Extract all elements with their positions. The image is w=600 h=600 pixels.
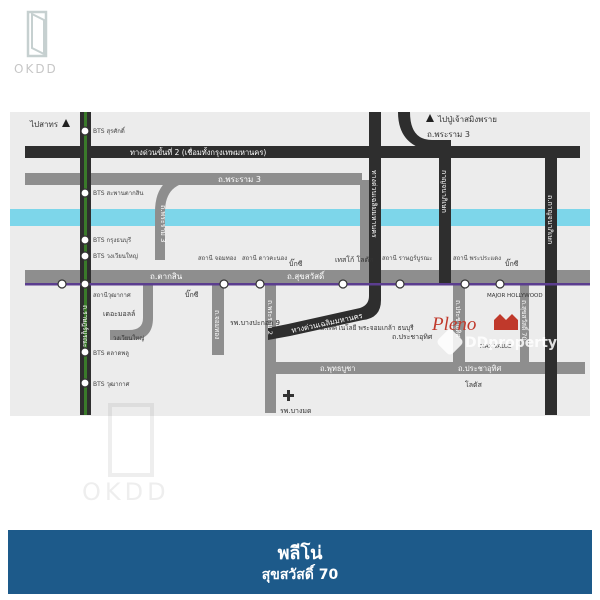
label-sukhumvit70: ถ.สุขสวัสดิ์ 70 bbox=[520, 300, 529, 341]
landmark-bigc-3: บิ๊กซี bbox=[185, 289, 199, 299]
label-expressway2: ทางด่วนขั้นที่ 2 (เชื่อมทั้งกรุงเทพมหานค… bbox=[130, 147, 266, 157]
landmark-bigc-1: บิ๊กซี bbox=[289, 258, 303, 268]
banner-title: พลีโน่ bbox=[277, 543, 323, 564]
north-arrow-right-icon bbox=[426, 114, 434, 122]
label-rama3-top: ถ.พระราม 3 bbox=[427, 130, 470, 139]
station-wutthakat: BTS วุฒากาศ bbox=[93, 381, 130, 388]
horizontal-station-dots bbox=[57, 279, 505, 289]
landmark-lotus-bottom: โลตัส bbox=[465, 380, 483, 389]
station-chom-thong: สถานี จอมทอง bbox=[198, 254, 236, 262]
landmark-hospital-bangpakok: รพ.บางปะกอก 9 bbox=[230, 319, 280, 327]
okdd-wordmark: OKDD bbox=[14, 62, 58, 76]
landmark-maxvalue: MAX VALUE bbox=[480, 344, 512, 350]
label-rama2: ถ.พระราม 2 bbox=[266, 300, 274, 335]
svg-text:OKDD: OKDD bbox=[82, 478, 170, 506]
project-logo: Pleno bbox=[431, 314, 476, 335]
label-ratburana: ถ.ราษฎร์บูรณะ bbox=[81, 305, 89, 347]
label-rama3-vert: ถ.พระราม 3 bbox=[159, 205, 167, 243]
label-putthabucha: ถ.พุทธบูชา bbox=[320, 364, 355, 373]
landmark-uni: ม.เทคโนโลยี พระจอมเกล้า ธนบุรี bbox=[320, 324, 414, 332]
banner-subtitle: สุขสวัสดิ์ 70 bbox=[261, 567, 339, 583]
bts-line-vertical bbox=[84, 112, 87, 415]
station-talat-phlu: BTS ตลาดพลู bbox=[93, 350, 129, 357]
landmark-themall: เดอะมอลล์ bbox=[103, 310, 135, 318]
bts-line-horizontal bbox=[25, 283, 590, 286]
landmark-major: MAJOR HOLLYWOOD bbox=[487, 293, 543, 299]
label-sukhumvit: ถ.สุขสวัสดิ์ bbox=[287, 270, 326, 281]
label-khlong-thanon: ถ.จอมทอง bbox=[213, 310, 221, 339]
station-krung-thon: BTS กรุงธนบุรี bbox=[93, 236, 132, 244]
label-prachauthit-bottom: ถ.ประชาอุทิศ bbox=[458, 364, 501, 373]
station-rat-burana: สถานี ราษฎร์บูรณะ bbox=[382, 254, 432, 262]
landmark-hospital-bangmod: รพ.บางมด bbox=[280, 407, 312, 415]
okdd-logo: OKDD bbox=[14, 10, 58, 76]
north-arrow-left-icon bbox=[62, 119, 70, 127]
station-dao-khanong: สถานี ดาวคะนอง bbox=[242, 254, 287, 262]
vertical-station-dots bbox=[80, 126, 90, 388]
station-surasak: BTS สุรศักดิ์ bbox=[93, 126, 126, 135]
label-chaloem-top: ทางด่วนเฉลิมมหานคร bbox=[370, 170, 378, 238]
ddproperty-watermark: DDproperty bbox=[437, 329, 557, 355]
station-wutthakat-horiz: สถานีวุฒากาศ bbox=[93, 291, 131, 299]
project-house-icon bbox=[494, 314, 518, 330]
okdd-watermark-lower: OKDD bbox=[82, 403, 170, 506]
station-phra-pradaeng: สถานี พระประแดง bbox=[453, 254, 501, 262]
label-kanchanaphisek-right: ถ.กาญจนาภิเษก bbox=[546, 195, 554, 244]
dir-sathorn: ไปสาทร bbox=[29, 120, 59, 129]
label-taksin: ถ.ตากสิน bbox=[150, 272, 183, 281]
dir-pu-chao: ไปปู่เจ้าสมิงพราย bbox=[437, 115, 497, 125]
label-prachauthit-mid: ถ.ประชาอุทิศ bbox=[392, 333, 433, 341]
station-wongwian-yai: BTS วงเวียนใหญ่ bbox=[93, 252, 138, 260]
hospital-cross-icon bbox=[283, 390, 294, 401]
label-rama3-mid: ถ.พระราม 3 bbox=[218, 175, 261, 184]
project-banner: พลีโน่ สุขสวัสดิ์ 70 bbox=[8, 530, 592, 594]
label-kanchanaphisek: กาญจนาภิเษก bbox=[440, 170, 448, 213]
landmark-circle: วงเวียนใหญ่ bbox=[113, 334, 144, 342]
ddproperty-text: DDproperty bbox=[465, 335, 557, 351]
station-saphan-taksin: BTS สะพานตากสิน bbox=[93, 190, 143, 197]
landmark-bigc-2: บิ๊กซี bbox=[505, 258, 519, 268]
river bbox=[10, 209, 590, 226]
label-prachauthit-vert: ถ.ประชาอุทิศ bbox=[454, 300, 462, 338]
landmark-tesco: เทสโก้ โลตัส bbox=[335, 255, 374, 264]
